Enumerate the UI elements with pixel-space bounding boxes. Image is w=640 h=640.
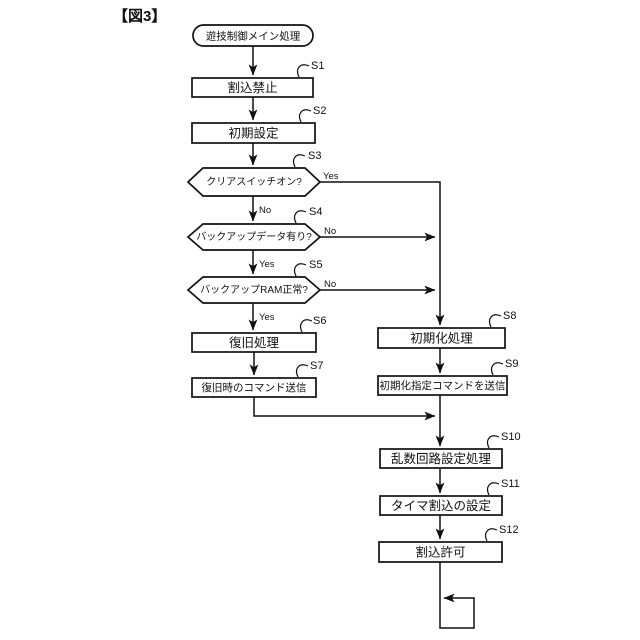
step-s1: 割込禁止 S1 xyxy=(191,60,324,98)
s7-label: 復旧時のコマンド送信 xyxy=(202,381,307,394)
s1-label: 割込禁止 xyxy=(227,80,277,95)
arrow-s7-to-join xyxy=(253,397,436,421)
s7-leader-line xyxy=(296,364,309,378)
s2-step-id: S2 xyxy=(313,105,326,117)
arrow-s3-yes-to-s8 xyxy=(320,181,445,326)
s5-step-id: S5 xyxy=(309,259,322,271)
s4-step-id: S4 xyxy=(309,206,322,218)
s4-no-label: No xyxy=(324,226,336,237)
s12-label: 割込許可 xyxy=(415,545,465,560)
s5-yes-label: Yes xyxy=(259,312,275,323)
step-s10: 乱数回路設定処理 S10 xyxy=(379,431,521,469)
figure-title: 【図3】 xyxy=(113,7,166,25)
s6-process-box xyxy=(191,332,317,353)
s10-step-id: S10 xyxy=(501,431,521,443)
s2-label: 初期設定 xyxy=(228,126,278,141)
s10-process-box xyxy=(379,448,503,469)
s5-no-label: No xyxy=(324,279,336,290)
s5-label: バックアップRAM正常? xyxy=(200,283,308,296)
s9-step-id: S9 xyxy=(505,358,518,370)
s6-step-id: S6 xyxy=(313,315,326,327)
node-start: 遊技制御メイン処理 xyxy=(192,24,314,47)
s11-process-box xyxy=(379,495,503,516)
s1-leader-line xyxy=(297,64,310,78)
s11-label: タイマ割込の設定 xyxy=(391,498,491,513)
s4-label: バックアップデータ有り? xyxy=(196,230,312,243)
step-s3: クリアスイッチオン? S3 Yes No xyxy=(186,150,339,216)
s7-step-id: S7 xyxy=(310,360,323,372)
s10-leader-line xyxy=(487,435,500,449)
s12-step-id: S12 xyxy=(499,524,519,536)
step-s6: 復旧処理 S6 xyxy=(191,315,326,353)
s3-label: クリアスイッチオン? xyxy=(206,176,302,188)
s9-label: 初期化指定コマンドを送信 xyxy=(380,379,506,392)
s9-process-box xyxy=(377,375,508,396)
start-terminal-shape xyxy=(192,24,314,47)
s11-leader-line xyxy=(487,482,500,496)
s1-step-id: S1 xyxy=(311,60,324,72)
start-terminal-label: 遊技制御メイン処理 xyxy=(206,30,301,43)
s3-decision-hexagon xyxy=(186,167,322,197)
s11-step-id: S11 xyxy=(501,478,520,490)
step-s11: タイマ割込の設定 S11 xyxy=(379,478,520,516)
s8-step-id: S8 xyxy=(503,310,516,322)
s9-leader-line xyxy=(491,362,504,376)
step-s2: 初期設定 S2 xyxy=(191,105,326,144)
step-s7: 復旧時のコマンド送信 S7 xyxy=(191,360,323,398)
s10-label: 乱数回路設定処理 xyxy=(391,451,492,466)
s8-leader-line xyxy=(489,314,502,328)
step-s5: バックアップRAM正常? S5 No Yes xyxy=(186,259,336,323)
s4-leader-line xyxy=(294,210,307,224)
s2-leader-line xyxy=(299,109,312,123)
s2-process-box xyxy=(191,122,316,144)
s5-leader-line xyxy=(294,263,307,277)
s3-leader-line xyxy=(293,154,306,168)
s8-label: 初期化処理 xyxy=(410,332,473,346)
s6-leader-line xyxy=(300,319,313,333)
s1-process-box xyxy=(191,77,314,98)
s12-leader-line xyxy=(485,528,498,542)
s3-no-label: No xyxy=(259,205,271,216)
s7-process-box xyxy=(191,377,317,398)
step-s4: バックアップデータ有り? S4 No Yes xyxy=(186,206,336,270)
step-s8: 初期化処理 S8 xyxy=(377,310,516,349)
s3-step-id: S3 xyxy=(308,150,321,162)
arrow-main-loop xyxy=(439,562,475,629)
s8-process-box xyxy=(377,327,506,349)
step-s9: 初期化指定コマンドを送信 S9 xyxy=(377,358,518,396)
s4-yes-label: Yes xyxy=(259,259,275,270)
s6-label: 復旧処理 xyxy=(229,335,280,350)
s12-process-box xyxy=(378,541,503,563)
s3-yes-label: Yes xyxy=(323,171,339,182)
step-s12: 割込許可 S12 xyxy=(378,524,519,563)
s4-decision-hexagon xyxy=(186,223,322,251)
flow-connectors xyxy=(248,46,475,629)
s5-decision-hexagon xyxy=(186,276,322,304)
